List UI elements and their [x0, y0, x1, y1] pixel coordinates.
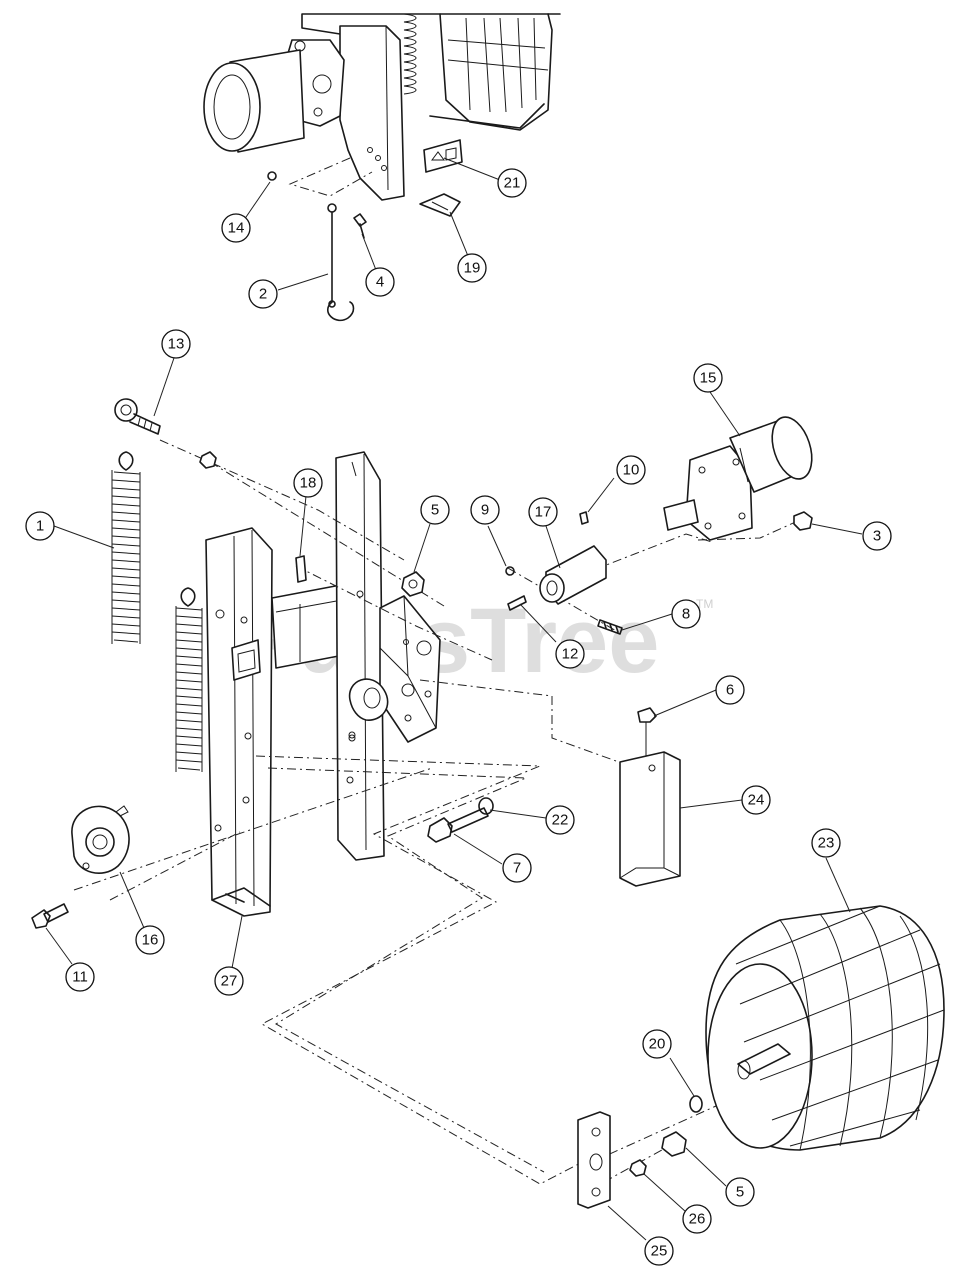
svg-text:18: 18: [300, 475, 317, 492]
callout-12: 12: [555, 639, 585, 669]
callout-23: 23: [811, 828, 841, 858]
callout-13: 13: [161, 329, 191, 359]
callout-25: 25: [644, 1236, 674, 1266]
callout-7: 7: [502, 853, 532, 883]
svg-text:13: 13: [168, 336, 185, 353]
callout-9: 9: [470, 495, 500, 525]
hardware-small-parts: [31, 451, 813, 1209]
svg-text:5: 5: [736, 1184, 744, 1201]
svg-text:27: 27: [221, 973, 238, 990]
svg-text:14: 14: [228, 220, 245, 237]
callout-26: 26: [682, 1204, 712, 1234]
svg-text:23: 23: [818, 835, 835, 852]
svg-text:12: 12: [562, 646, 579, 663]
top-motor-assembly: [203, 13, 561, 322]
svg-text:6: 6: [726, 682, 734, 699]
svg-text:10: 10: [623, 462, 640, 479]
callout-5-upper: 5: [420, 495, 450, 525]
callout-1: 1: [25, 511, 55, 541]
callout-10: 10: [616, 455, 646, 485]
extension-spring-frame: [175, 587, 203, 772]
callout-19: 19: [457, 253, 487, 283]
assembly-guide-lines: [73, 439, 801, 1185]
svg-text:11: 11: [72, 969, 88, 986]
svg-text:5: 5: [431, 502, 439, 519]
callout-8: 8: [671, 599, 701, 629]
svg-text:26: 26: [689, 1211, 706, 1228]
svg-text:21: 21: [504, 175, 521, 192]
svg-text:20: 20: [649, 1036, 666, 1053]
svg-text:4: 4: [376, 274, 384, 291]
callout-24: 24: [741, 785, 771, 815]
callout-18: 18: [293, 468, 323, 498]
svg-text:25: 25: [651, 1243, 668, 1260]
leader-lines: [45, 157, 863, 1241]
callout-21: 21: [497, 168, 527, 198]
svg-text:22: 22: [552, 812, 569, 829]
part-callouts: 21 14 19 4 2 13 15 18 5 9 17 10 1 3 8 12…: [25, 168, 892, 1266]
callout-2: 2: [248, 279, 278, 309]
cross-tube-and-plate: [271, 451, 441, 861]
callout-14: 14: [221, 213, 251, 243]
frame-channel-27: [205, 527, 273, 917]
svg-text:15: 15: [700, 370, 717, 387]
svg-text:19: 19: [464, 260, 481, 277]
callout-20: 20: [642, 1029, 672, 1059]
callout-4: 4: [365, 267, 395, 297]
callout-3: 3: [862, 521, 892, 551]
callout-11: 11: [65, 962, 95, 992]
callout-17: 17: [528, 497, 558, 527]
svg-text:9: 9: [481, 502, 489, 519]
flange-bearing-16: [71, 805, 130, 875]
svg-text:1: 1: [36, 518, 44, 535]
svg-text:17: 17: [535, 504, 552, 521]
callout-22: 22: [545, 805, 575, 835]
svg-text:24: 24: [748, 792, 765, 809]
gear-motor-15: [663, 416, 813, 541]
svg-text:7: 7: [513, 860, 521, 877]
reel-drum-23: [705, 905, 945, 1151]
callout-6: 6: [715, 675, 745, 705]
svg-text:8: 8: [682, 606, 690, 623]
callout-16: 16: [135, 925, 165, 955]
callout-15: 15: [693, 363, 723, 393]
svg-text:16: 16: [142, 932, 159, 949]
svg-text:2: 2: [259, 286, 267, 303]
callout-5-lower: 5: [725, 1177, 755, 1207]
svg-text:3: 3: [873, 528, 881, 545]
watermark-trademark: TM: [696, 597, 713, 611]
callout-27: 27: [214, 966, 244, 996]
extension-spring-1: [111, 398, 161, 644]
